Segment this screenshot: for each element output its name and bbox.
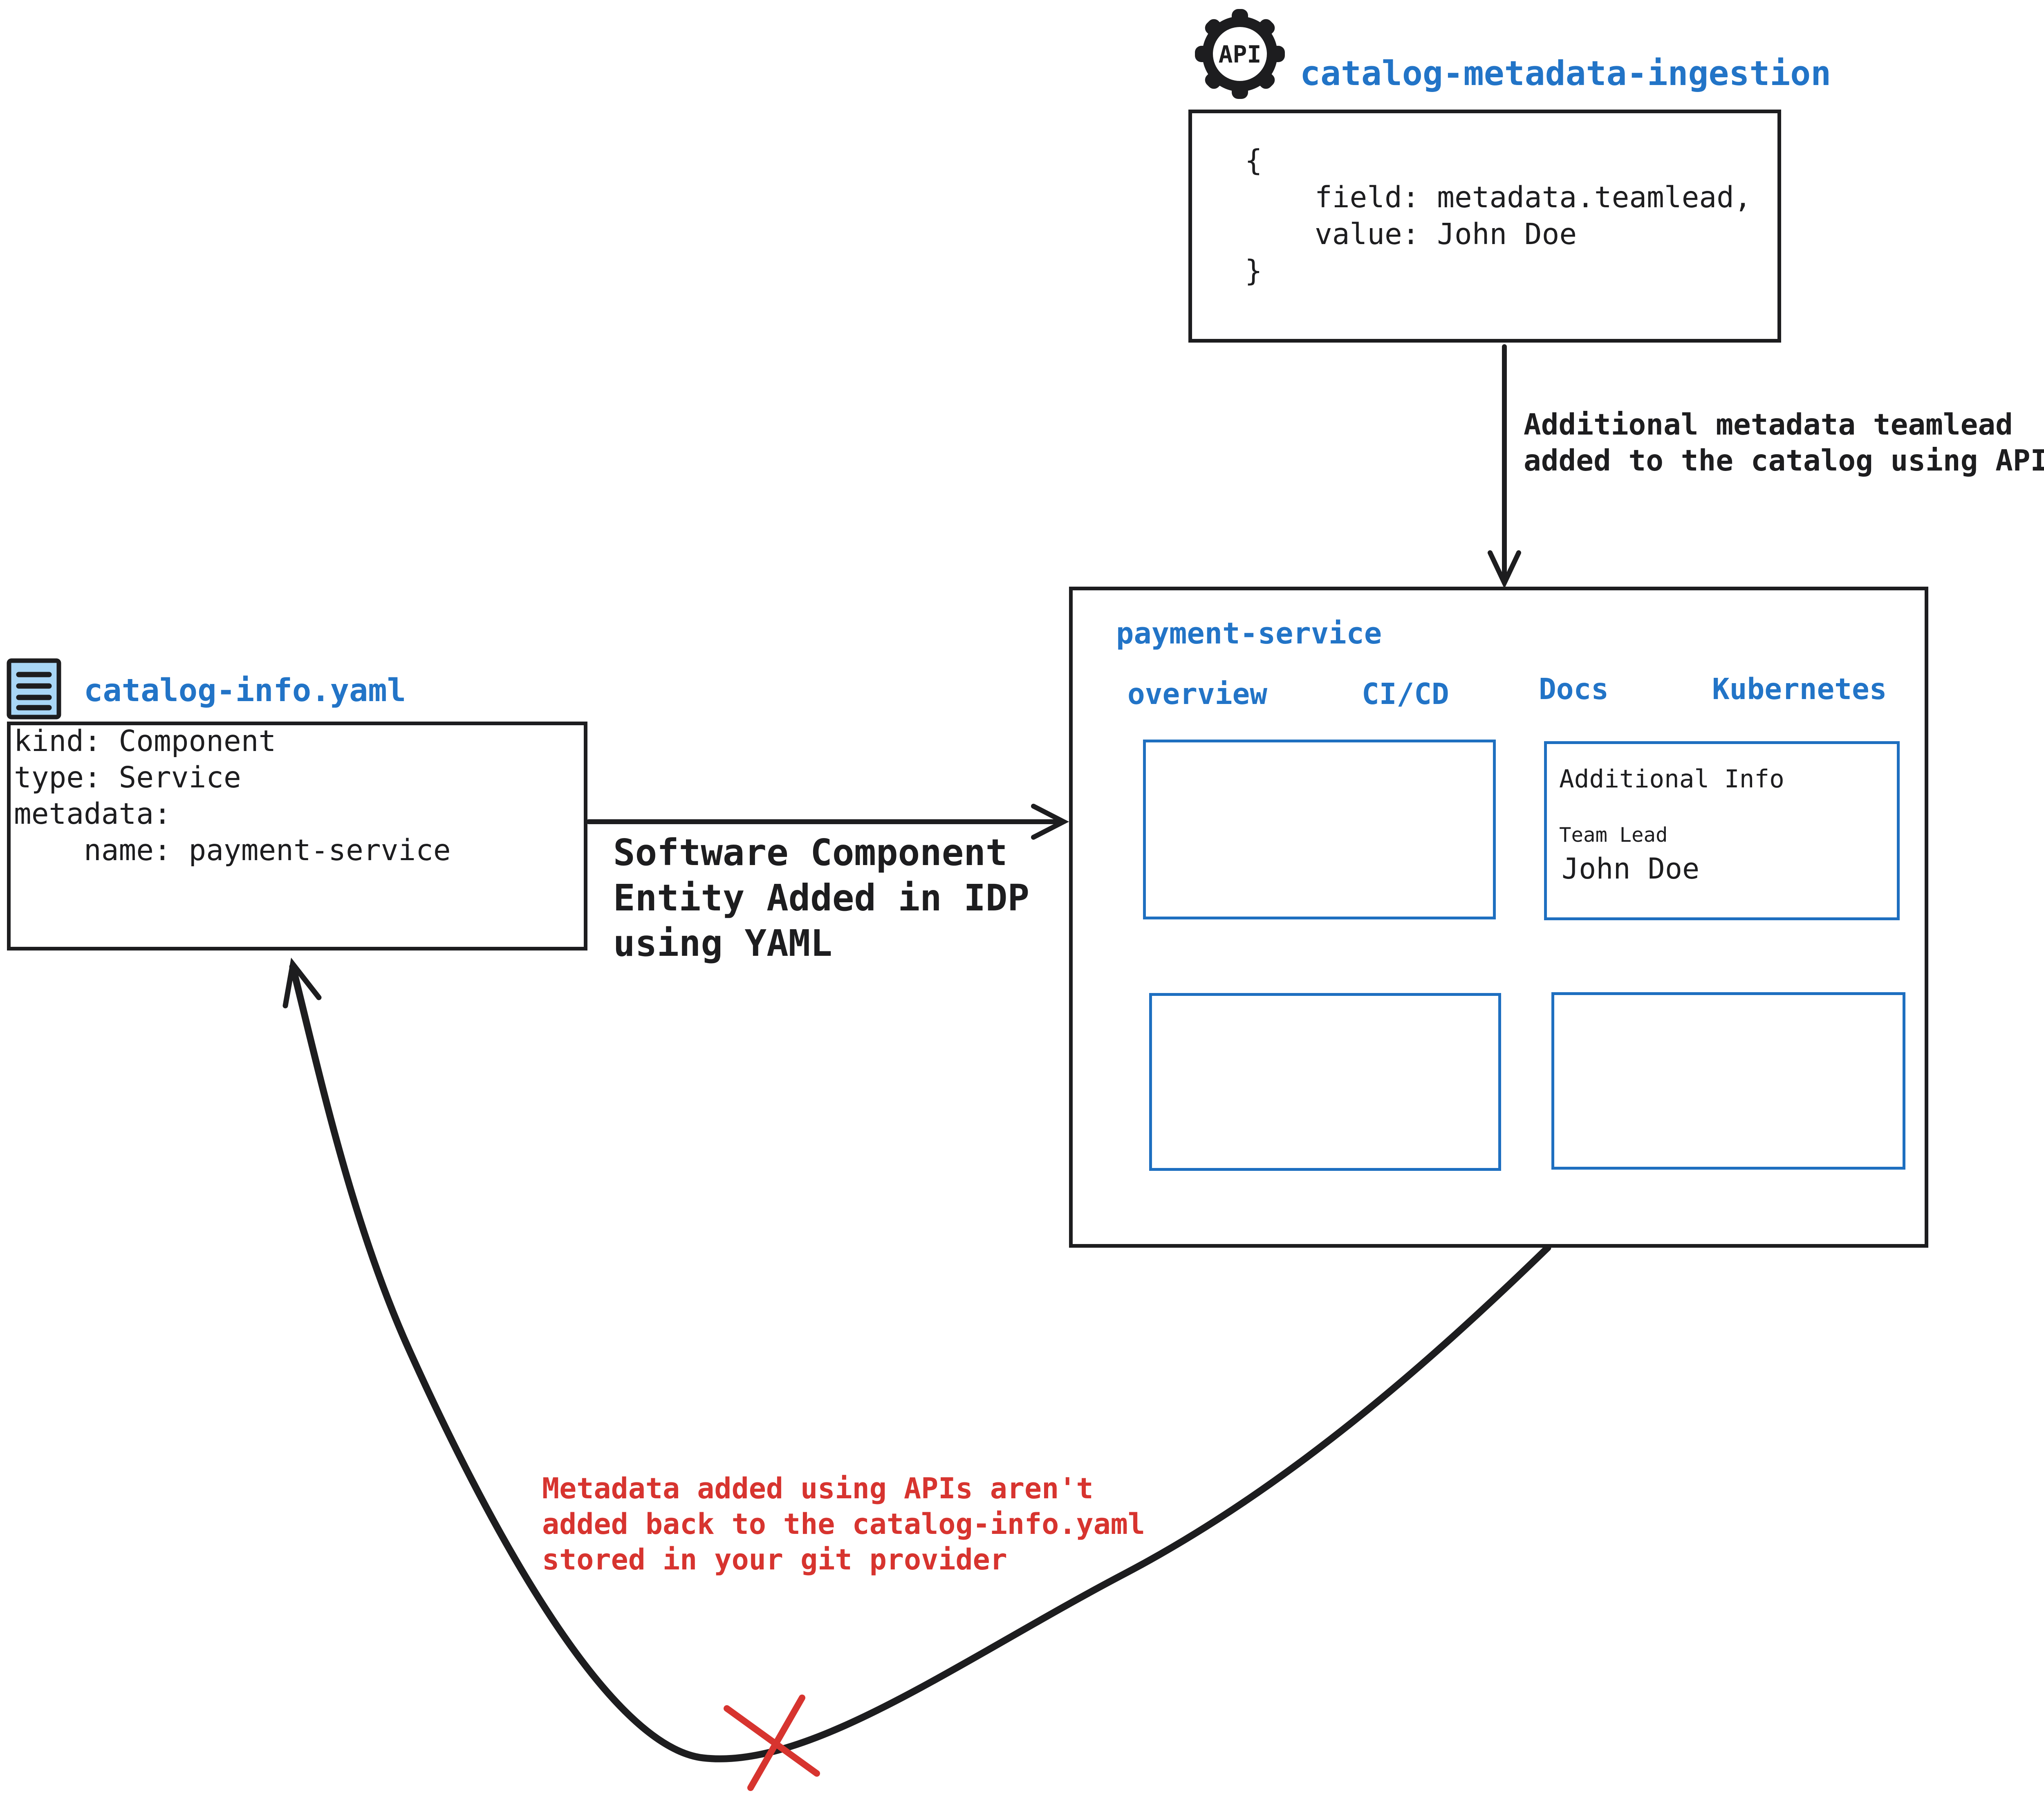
yaml-file-title: catalog-info.yaml bbox=[84, 673, 406, 709]
api-payload-code: { field: metadata.teamlead, value: John … bbox=[1245, 143, 1752, 288]
yaml-arrow-label: Software Component Entity Added in IDP u… bbox=[613, 831, 1030, 964]
team-lead-value: John Doe bbox=[1562, 852, 1700, 885]
additional-info-panel: Additional Info Team Lead John Doe bbox=[1544, 741, 1900, 920]
tab-cicd: CI/CD bbox=[1362, 677, 1449, 711]
return-arrow-warning: Metadata added using APIs aren't added b… bbox=[542, 1472, 1145, 1576]
yaml-file-box bbox=[7, 722, 587, 950]
idp-portal-title: payment-service bbox=[1116, 616, 1382, 650]
tab-overview: overview bbox=[1127, 677, 1267, 711]
team-lead-label: Team Lead bbox=[1559, 823, 1668, 847]
api-gear-icon: API bbox=[1195, 9, 1285, 99]
bottom-left-panel bbox=[1149, 993, 1501, 1171]
yaml-file-icon bbox=[7, 658, 61, 720]
red-x-icon bbox=[724, 1695, 820, 1791]
additional-info-heading: Additional Info bbox=[1559, 764, 1784, 794]
tab-docs: Docs bbox=[1539, 672, 1609, 706]
down-arrow bbox=[1488, 344, 1521, 589]
overview-panel bbox=[1143, 740, 1496, 919]
api-service-title: catalog-metadata-ingestion bbox=[1300, 54, 1831, 93]
yaml-file-code: kind: Component type: Service metadata: … bbox=[14, 724, 451, 867]
idp-portal-window: payment-service overview CI/CD Docs Kube… bbox=[1069, 587, 1928, 1248]
api-icon-label: API bbox=[1219, 40, 1262, 68]
bottom-right-panel bbox=[1551, 992, 1905, 1170]
api-arrow-label: Additional metadata teamlead added to th… bbox=[1524, 408, 2044, 477]
api-payload-box bbox=[1188, 110, 1781, 343]
tab-kubernetes: Kubernetes bbox=[1712, 672, 1887, 706]
